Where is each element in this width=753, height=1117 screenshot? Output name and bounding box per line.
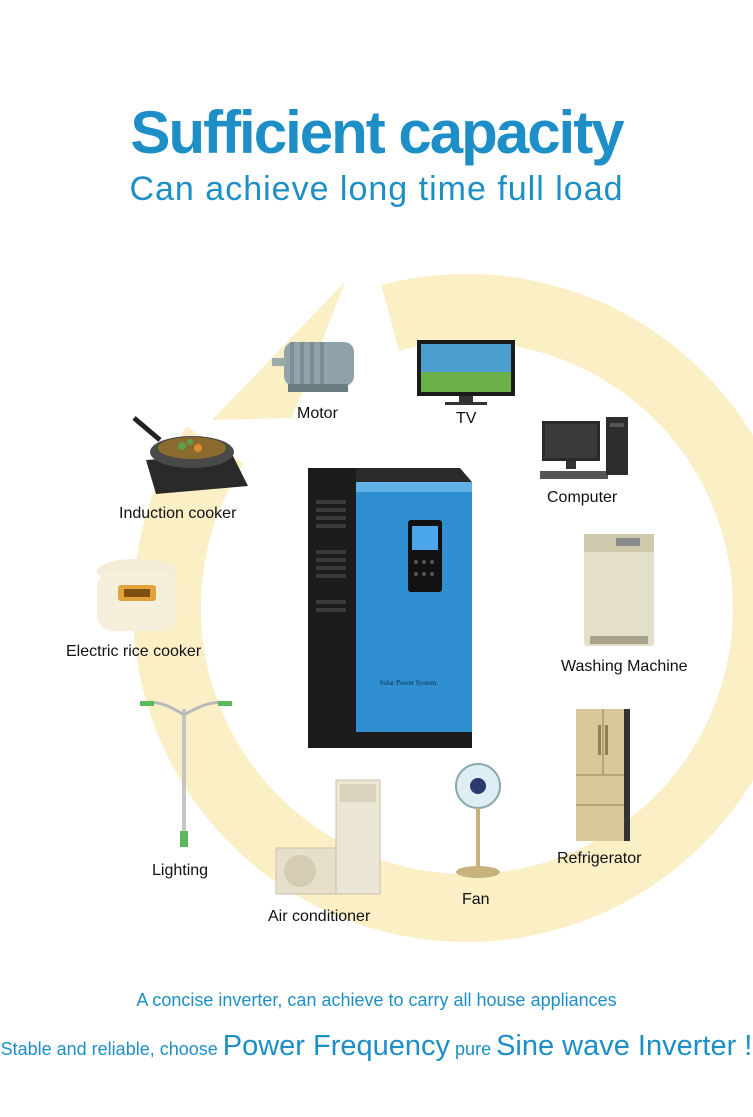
refrigerator-icon: [576, 709, 630, 841]
lighting-icon: [140, 700, 232, 847]
induction-cooker-icon: [132, 416, 248, 494]
label-computer: Computer: [547, 489, 618, 506]
label-washing-machine: Washing Machine: [561, 658, 688, 675]
label-refrigerator: Refrigerator: [557, 850, 642, 867]
label-air-conditioner: Air conditioner: [268, 908, 371, 925]
label-induction-cooker: Induction cooker: [119, 505, 237, 522]
tv-icon: [417, 340, 515, 405]
page-subtitle: Can achieve long time full load: [129, 170, 624, 208]
washing-machine-icon: [584, 534, 654, 646]
label-fan: Fan: [462, 891, 490, 908]
label-motor: Motor: [297, 405, 338, 422]
rice-cooker-icon: [97, 559, 177, 631]
fan-icon: [455, 763, 501, 878]
motor-icon: [272, 342, 354, 392]
footer-line-2-part-1: Stable and reliable, choose: [0, 1039, 223, 1059]
footer-line-2-part-2: Power Frequency: [222, 1030, 451, 1062]
footer-line-2: Stable and reliable, choose Power Freque…: [0, 1030, 753, 1063]
label-lighting: Lighting: [152, 862, 209, 879]
ring-arrow-head: [212, 282, 345, 420]
footer-line-2-part-3: pure: [450, 1039, 497, 1059]
ring-arrow-body: [132, 274, 753, 942]
footer-line-2-part-4: Sine wave Inverter !: [496, 1030, 753, 1062]
inverter-panel-text: Solar Power System: [380, 679, 437, 687]
page-title: Sufficient capacity: [130, 99, 624, 166]
air-conditioner-icon: [275, 779, 381, 895]
label-tv: TV: [456, 410, 477, 427]
computer-icon: [540, 417, 628, 479]
label-rice-cooker: Electric rice cooker: [66, 643, 202, 660]
inverter-image: Solar Power System: [308, 468, 472, 748]
footer-line-1: A concise inverter, can achieve to carry…: [136, 990, 617, 1010]
